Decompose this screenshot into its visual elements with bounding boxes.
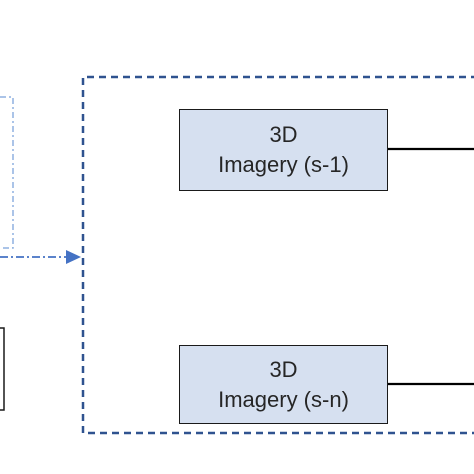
light-dashed-connector (0, 96, 14, 249)
imagery-s1-line1: 3D (269, 122, 298, 147)
arrow-head-icon (66, 250, 81, 264)
imagery-sn-line2: Imagery (s-n) (218, 386, 349, 412)
partial-left-box (0, 327, 5, 411)
imagery-s1-line2: Imagery (s-1) (218, 152, 349, 177)
imagery-sn-line1: 3D (269, 356, 298, 382)
imagery-s1-box: 3D Imagery (s-1) (179, 109, 388, 191)
dashed-group-border (81, 75, 474, 435)
imagery-sn-box: 3D Imagery (s-n) (179, 345, 388, 424)
